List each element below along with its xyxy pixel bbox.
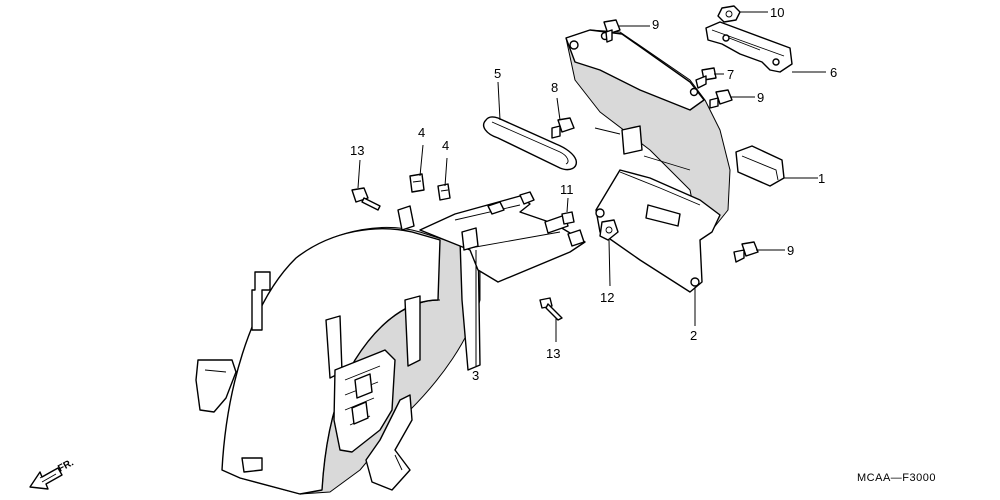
diagram-code: MCAA—F3000 bbox=[857, 472, 936, 484]
bolt-part-13-lower bbox=[539, 297, 563, 321]
callout-9-mid: 9 bbox=[757, 90, 764, 105]
callout-9-lower: 9 bbox=[787, 243, 794, 258]
callout-6: 6 bbox=[830, 65, 837, 80]
bolt-part-9-top bbox=[603, 19, 621, 43]
callout-1: 1 bbox=[818, 171, 825, 186]
bolt-part-8 bbox=[551, 117, 575, 139]
nut-part-12 bbox=[599, 219, 619, 241]
callout-12: 12 bbox=[600, 290, 614, 305]
rear-fender bbox=[195, 227, 481, 495]
nut-part-10 bbox=[717, 5, 741, 23]
callout-2: 2 bbox=[690, 328, 697, 343]
callout-labels: 1 2 3 4 4 5 6 7 8 9 9 9 10 11 12 13 13 bbox=[350, 5, 837, 383]
callout-13-upper: 13 bbox=[350, 143, 364, 158]
screw-part-7 bbox=[695, 67, 717, 89]
clip-parts-4 bbox=[409, 173, 451, 201]
front-arrow-icon bbox=[29, 467, 63, 490]
rear-inner-cover-part-2 bbox=[565, 29, 731, 293]
fasteners bbox=[351, 5, 759, 321]
callout-11: 11 bbox=[560, 182, 574, 197]
callout-10: 10 bbox=[770, 5, 784, 20]
bracket-part-6 bbox=[705, 21, 793, 73]
fender-tray-part-3 bbox=[397, 191, 586, 283]
clip-part-11 bbox=[561, 211, 575, 225]
callout-7: 7 bbox=[727, 67, 734, 82]
seal-part-5 bbox=[482, 116, 577, 171]
bolt-part-9-lower bbox=[733, 241, 759, 263]
callout-3: 3 bbox=[472, 368, 479, 383]
front-label: FR. bbox=[56, 457, 76, 474]
bolt-part-9-mid bbox=[709, 89, 733, 109]
front-direction-indicator: FR. bbox=[29, 457, 76, 490]
bolt-part-13-upper bbox=[351, 187, 381, 211]
callout-4-left: 4 bbox=[418, 125, 425, 140]
leader-lines bbox=[357, 11, 826, 366]
pad-part-1 bbox=[735, 145, 785, 187]
callout-4-right: 4 bbox=[442, 138, 449, 153]
callout-8: 8 bbox=[551, 80, 558, 95]
callout-9-top: 9 bbox=[652, 17, 659, 32]
callout-13-lower: 13 bbox=[546, 346, 560, 361]
callout-5: 5 bbox=[494, 66, 501, 81]
